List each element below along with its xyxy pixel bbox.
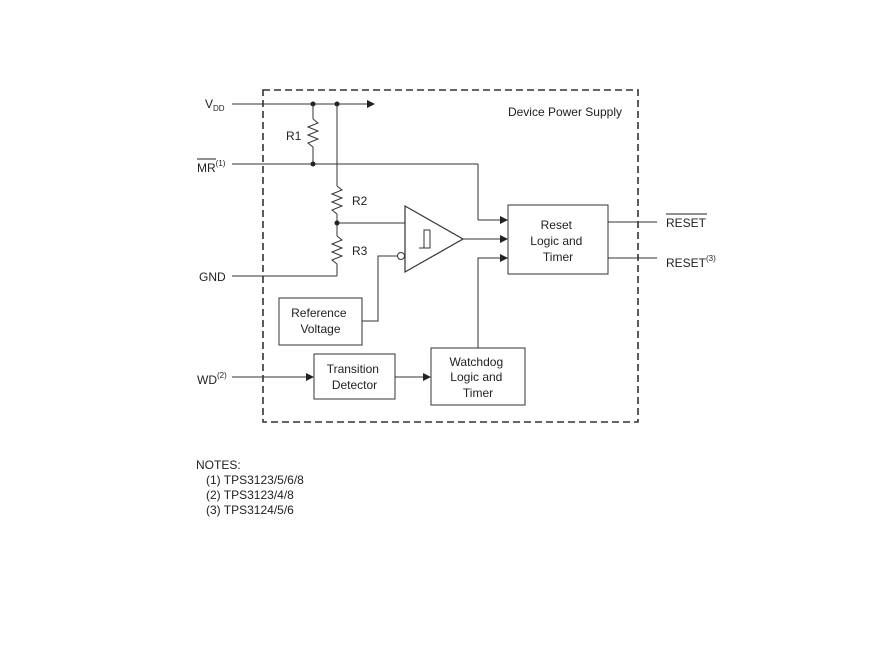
watchdog-to-reset-line xyxy=(477,254,508,348)
power-supply-label: Device Power Supply xyxy=(508,105,622,119)
mr-line xyxy=(232,163,508,224)
r3-label: R3 xyxy=(352,244,368,258)
reference-voltage-label: Reference Voltage xyxy=(291,306,350,336)
device-boundary xyxy=(262,89,639,423)
hysteresis-icon xyxy=(419,229,431,249)
r1-resistor xyxy=(306,104,320,164)
note-item: (3) TPS3124/5/6 xyxy=(206,503,294,517)
reference-voltage-block xyxy=(278,297,363,346)
note-item: (2) TPS3123/4/8 xyxy=(206,488,294,502)
inverting-input-bubble xyxy=(397,252,405,260)
wd-label: WD(2) xyxy=(197,371,227,387)
r1-label: R1 xyxy=(286,129,302,143)
transition-detector-block xyxy=(313,353,396,400)
comparator xyxy=(404,204,465,274)
watchdog-label: Watchdog Logic and Timer xyxy=(450,355,507,400)
transition-detector-label: Transition Detector xyxy=(327,362,383,392)
note-item: (1) TPS3123/5/6/8 xyxy=(206,473,304,487)
gnd-label: GND xyxy=(199,270,226,284)
r2-label: R2 xyxy=(352,194,368,208)
divider-line xyxy=(330,104,406,276)
reset-logic-label: Reset Logic and Timer xyxy=(530,218,585,264)
reference-line xyxy=(362,255,397,322)
notes-title: NOTES: xyxy=(196,458,241,472)
vdd-label: VDD xyxy=(205,97,225,113)
reset-label: RESET(3) xyxy=(666,254,716,270)
notes: NOTES: (1) TPS3123/5/6/8 (2) TPS3123/4/8… xyxy=(196,458,304,518)
reset-logic-block xyxy=(507,204,609,275)
mr-label: MR(1) xyxy=(197,159,226,175)
reset-bar-label: RESET xyxy=(666,216,707,230)
divider-node xyxy=(334,220,340,226)
mr-node xyxy=(310,161,316,167)
